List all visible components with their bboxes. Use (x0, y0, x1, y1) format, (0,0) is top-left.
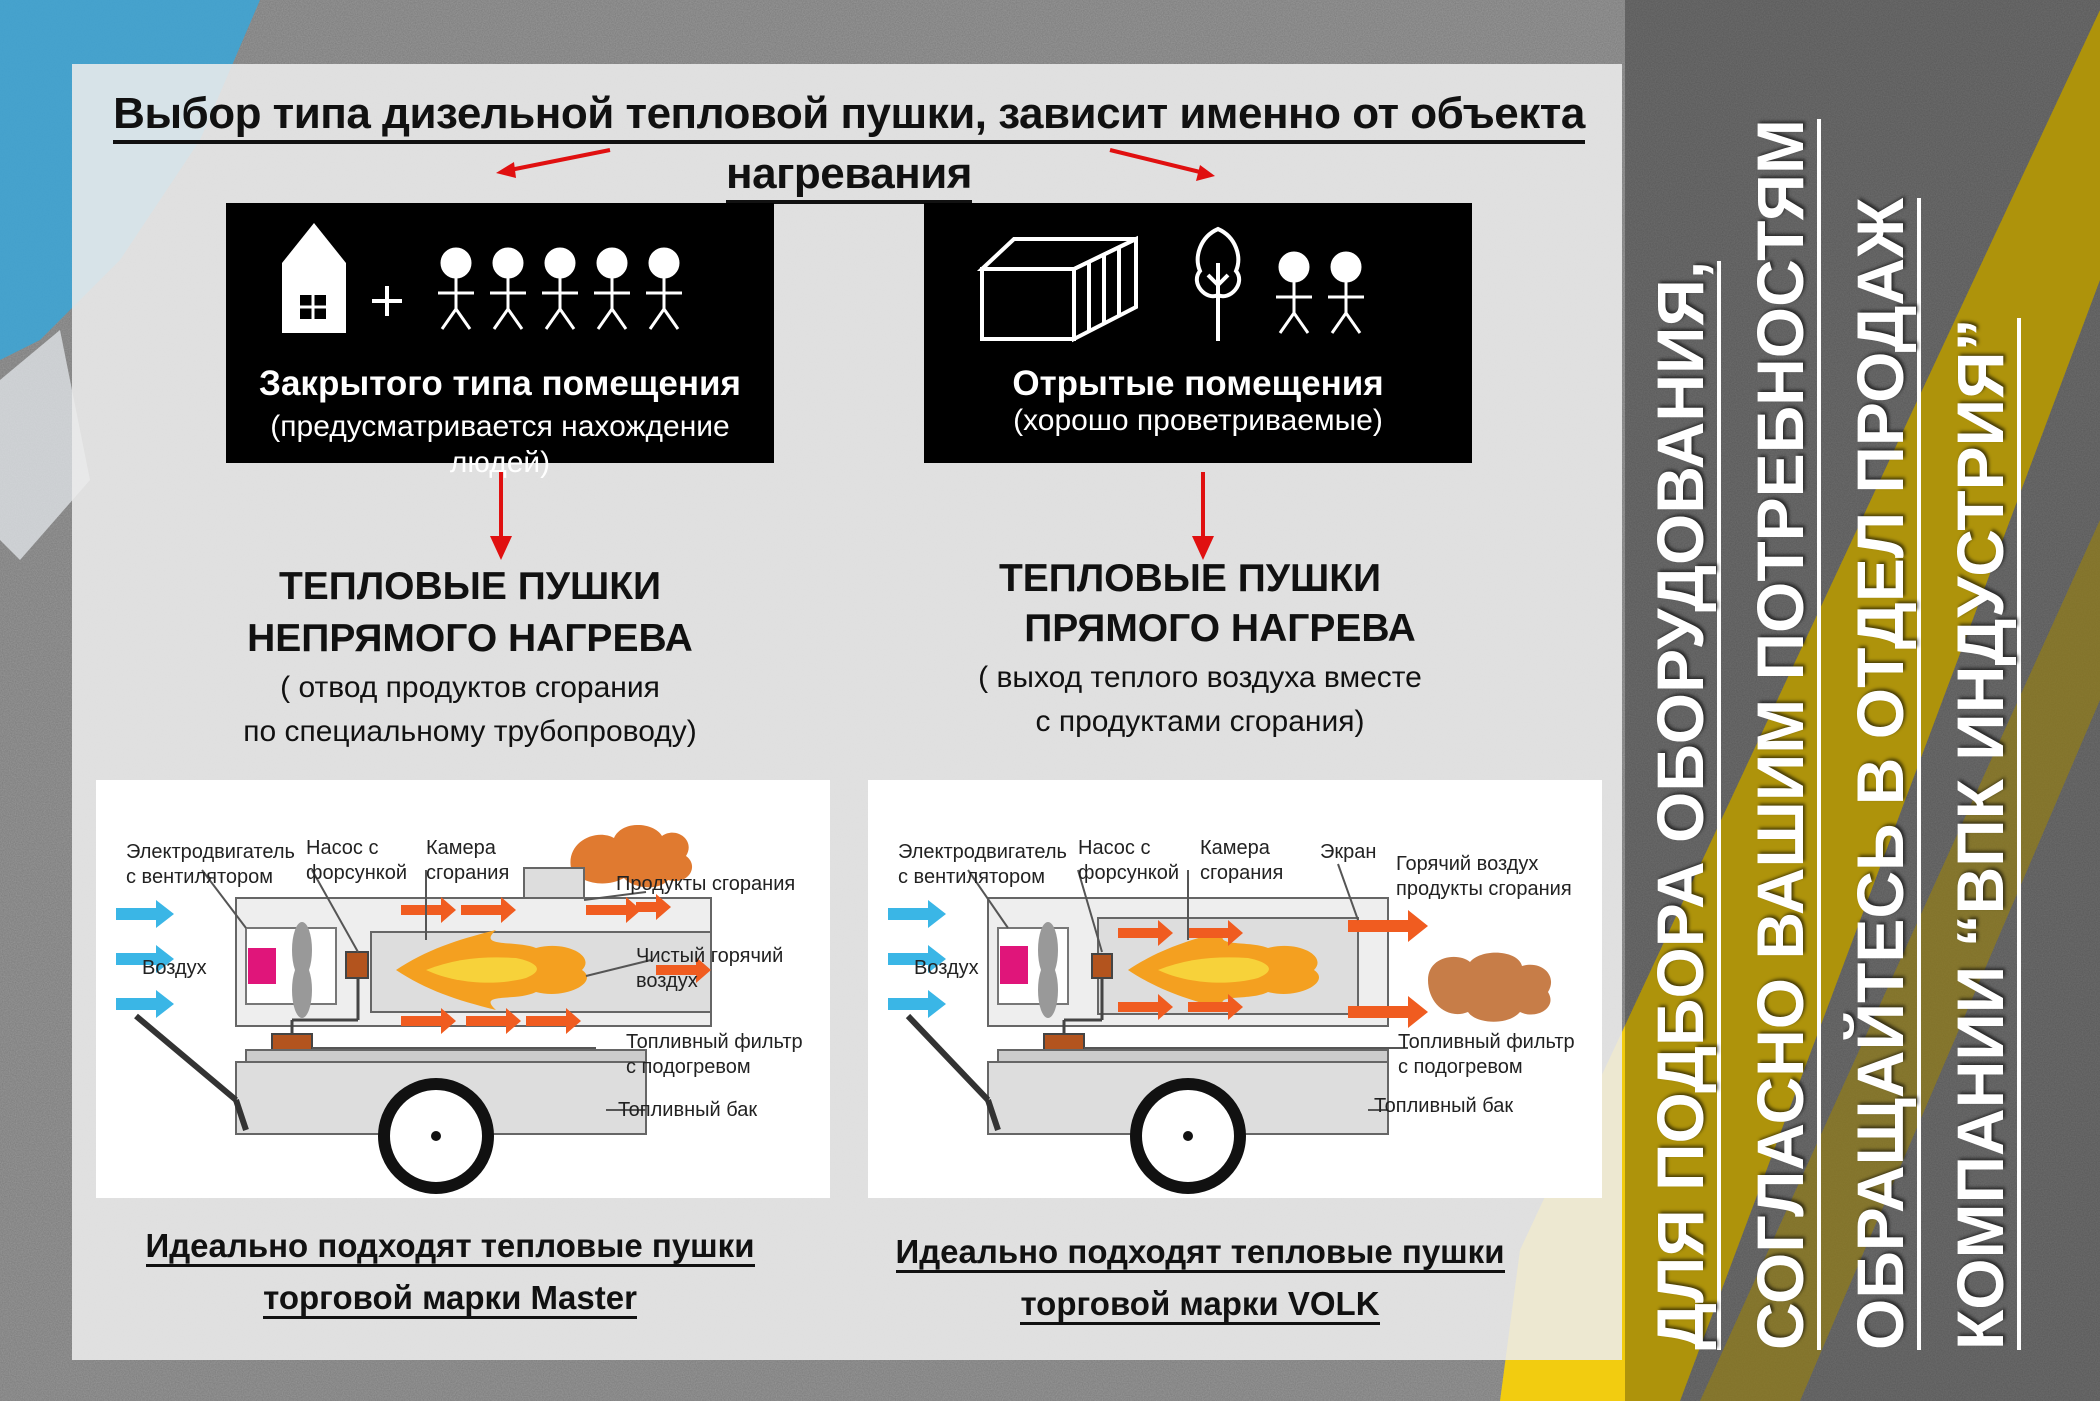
direct-heading-line1: ТЕПЛОВЫЕ ПУШКИ (998, 557, 1382, 600)
air-label: Воздух (142, 957, 207, 979)
direct-heater-drawing (888, 863, 1552, 1194)
open-room-title: Отрытые помещения (1012, 364, 1384, 403)
sales-contact-banner: ДЛЯ ПОДБОРА ОБОРУДОВАНИЯ, СОГЛАСНО ВАШИМ… (1643, 50, 2070, 1350)
container-tree-people-icon (976, 226, 1364, 343)
direct-note-line1: ( выход теплого воздуха вместе (978, 661, 1422, 694)
screen-label: Экран (1320, 841, 1377, 863)
air-label: Воздух (914, 957, 979, 979)
page-title: Выбор типа дизельной тепловой пушки, зав… (84, 84, 1614, 204)
house-people-icon (282, 223, 682, 333)
closed-room-subtitle: (предусматривается нахождение людей) (270, 410, 730, 479)
master-recommendation-line1: Идеально подходят тепловые пушки (110, 1220, 790, 1272)
indirect-note-line1: ( отвод продуктов сгорания (280, 671, 660, 704)
side-text-line4: КОМПАНИИ “ВПК ИНДУСТРИЯ” (1942, 318, 2021, 1350)
right-down-arrow (1192, 472, 1214, 560)
tank-label: Топливный бак (618, 1099, 758, 1121)
side-text-line3: ОБРАЩАЙТЕСЬ В ОТДЕЛ ПРОДАЖ (1842, 198, 1921, 1350)
left-down-arrow (490, 472, 512, 560)
tank-label: Топливный бак (1374, 1095, 1514, 1117)
closed-room-title: Закрытого типа помещения (259, 364, 741, 403)
side-text-line2: СОГЛАСНО ВАШИМ ПОТРЕБНОСТЯМ (1742, 118, 1821, 1350)
indirect-heater-drawing (116, 825, 712, 1194)
master-recommendation-line2: торговой марки Master (110, 1272, 790, 1324)
volk-recommendation-line1: Идеально подходят тепловые пушки (860, 1226, 1540, 1278)
volk-recommendation-line2: торговой марки VOLK (860, 1278, 1540, 1330)
open-room-box: Отрытые помещения (хорошо проветриваемые… (924, 203, 1472, 463)
side-text-line1: ДЛЯ ПОДБОРА ОБОРУДОВАНИЯ, (1642, 260, 1721, 1350)
direct-heading-line2: ПРЯМОГО НАГРЕВА (1024, 607, 1416, 650)
products-label: Продукты сгорания (616, 873, 796, 895)
direct-note-line2: с продуктами сгорания) (1035, 705, 1365, 738)
indirect-note-line2: по специальному трубопроводу) (243, 715, 697, 748)
title-arrows (496, 148, 1215, 181)
closed-room-box: Закрытого типа помещения (предусматривае… (226, 203, 774, 479)
open-room-subtitle: (хорошо проветриваемые) (1013, 404, 1383, 437)
indirect-heading-line2: НЕПРЯМОГО НАГРЕВА (247, 617, 693, 660)
indirect-heading-line1: ТЕПЛОВЫЕ ПУШКИ (278, 565, 662, 608)
